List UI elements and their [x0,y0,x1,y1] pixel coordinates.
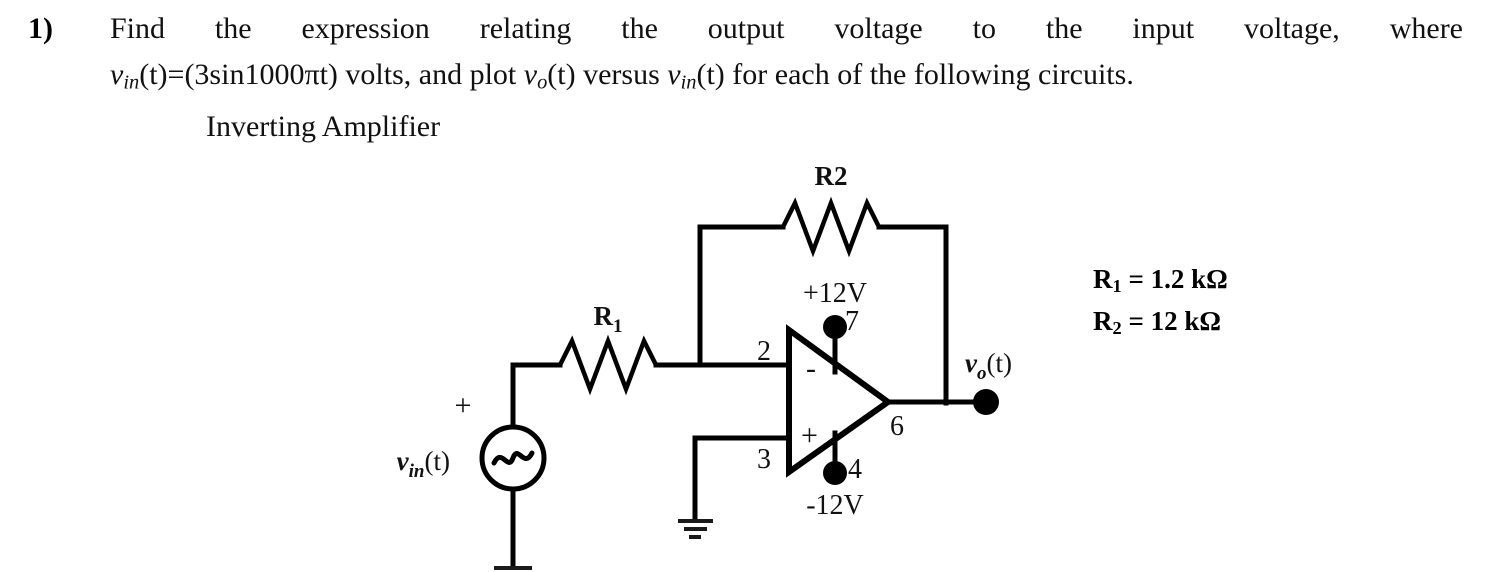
feedback-wire-left [697,224,786,368]
ground-symbol-noninverting [678,519,713,539]
label-vo: vo(t) [965,348,1012,384]
noninverting-ground-wire [692,435,790,523]
label-plus-12v: +12V [803,278,867,309]
vin-symbol-2: vin [667,58,697,94]
input-resistor-r1 [557,334,659,396]
label-minus-12v: -12V [806,490,864,521]
vin-var-2: v [667,58,681,91]
value-r1-sub: 1 [1112,276,1122,297]
label-vin-symbol: v [397,446,410,476]
label-vin-suffix: (t) [425,446,450,476]
label-r2: R2 [815,161,848,191]
label-vo-sub: o [977,363,987,384]
question-line-2-part-b: (t)=(3sin1000πt) volts, and plot [139,58,524,91]
vin-symbol-1: vin [110,58,140,94]
ground-symbol-source [494,566,532,570]
vpos-supply-node [823,315,847,339]
question-line-2: vin(t)=(3sin1000πt) volts, and plot vo(t… [110,58,1134,99]
value-r2-equals: = [1128,306,1144,337]
vneg-supply-node [823,461,847,485]
opamp-inverting-sign: - [806,352,816,385]
label-vo-suffix: (t) [986,348,1011,378]
value-r2-sub: 2 [1112,318,1122,339]
ac-source-waveform-icon [491,450,535,466]
question-line-1: Find the expression relating the output … [110,12,1463,45]
label-vin: vin(t) [397,446,450,482]
vo-sub-1: o [537,71,548,94]
vin-var-1: v [110,58,124,91]
value-row-r1: R1 = 1.2 kΩ [1093,262,1228,304]
feedback-resistor-r2 [780,196,882,258]
feedback-wire-right [876,224,949,406]
component-values-block: R1 = 1.2 kΩ R2 = 12 kΩ [1093,262,1228,346]
question-line-2-part-f: (t) for each of the following circuits. [696,58,1134,91]
circuit-subtitle: Inverting Amplifier [206,110,441,143]
value-r2-symbol: R [1093,306,1113,337]
vin-sub-2: in [680,71,697,94]
label-r1: R1 [594,301,623,337]
output-node-dot [973,389,999,415]
pin-label-2: 2 [757,336,771,367]
pin-label-3: 3 [757,444,771,475]
pin-label-7: 7 [845,306,859,337]
pin-label-6: 6 [890,411,904,442]
vo-var-1: v [523,58,538,91]
vo-symbol-1: vo [523,58,548,94]
value-r1-value: 1.2 kΩ [1150,264,1228,294]
label-vin-sub: in [409,461,425,482]
vin-sub-1: in [123,71,140,94]
pin-label-4: 4 [848,454,862,485]
value-row-r2: R2 = 12 kΩ [1093,304,1228,346]
value-r1-equals: = [1128,264,1144,294]
opamp-noninverting-sign: + [801,419,818,452]
value-r2-value: 12 kΩ [1150,306,1221,337]
source-polarity-label: + [455,389,472,422]
label-r1-sub: 1 [613,316,623,337]
opamp-triangle [786,324,894,478]
circuit-diagram: R2 R1 + vin(t) - + 2 3 7 4 6 +12V -12V [397,161,1012,570]
value-r1-symbol: R [1093,264,1113,294]
label-vo-symbol: v [965,348,978,378]
label-r1-symbol: R [594,301,614,331]
question-number: 1) [28,12,53,45]
question-line-2-part-d: (t) versus [547,58,668,91]
